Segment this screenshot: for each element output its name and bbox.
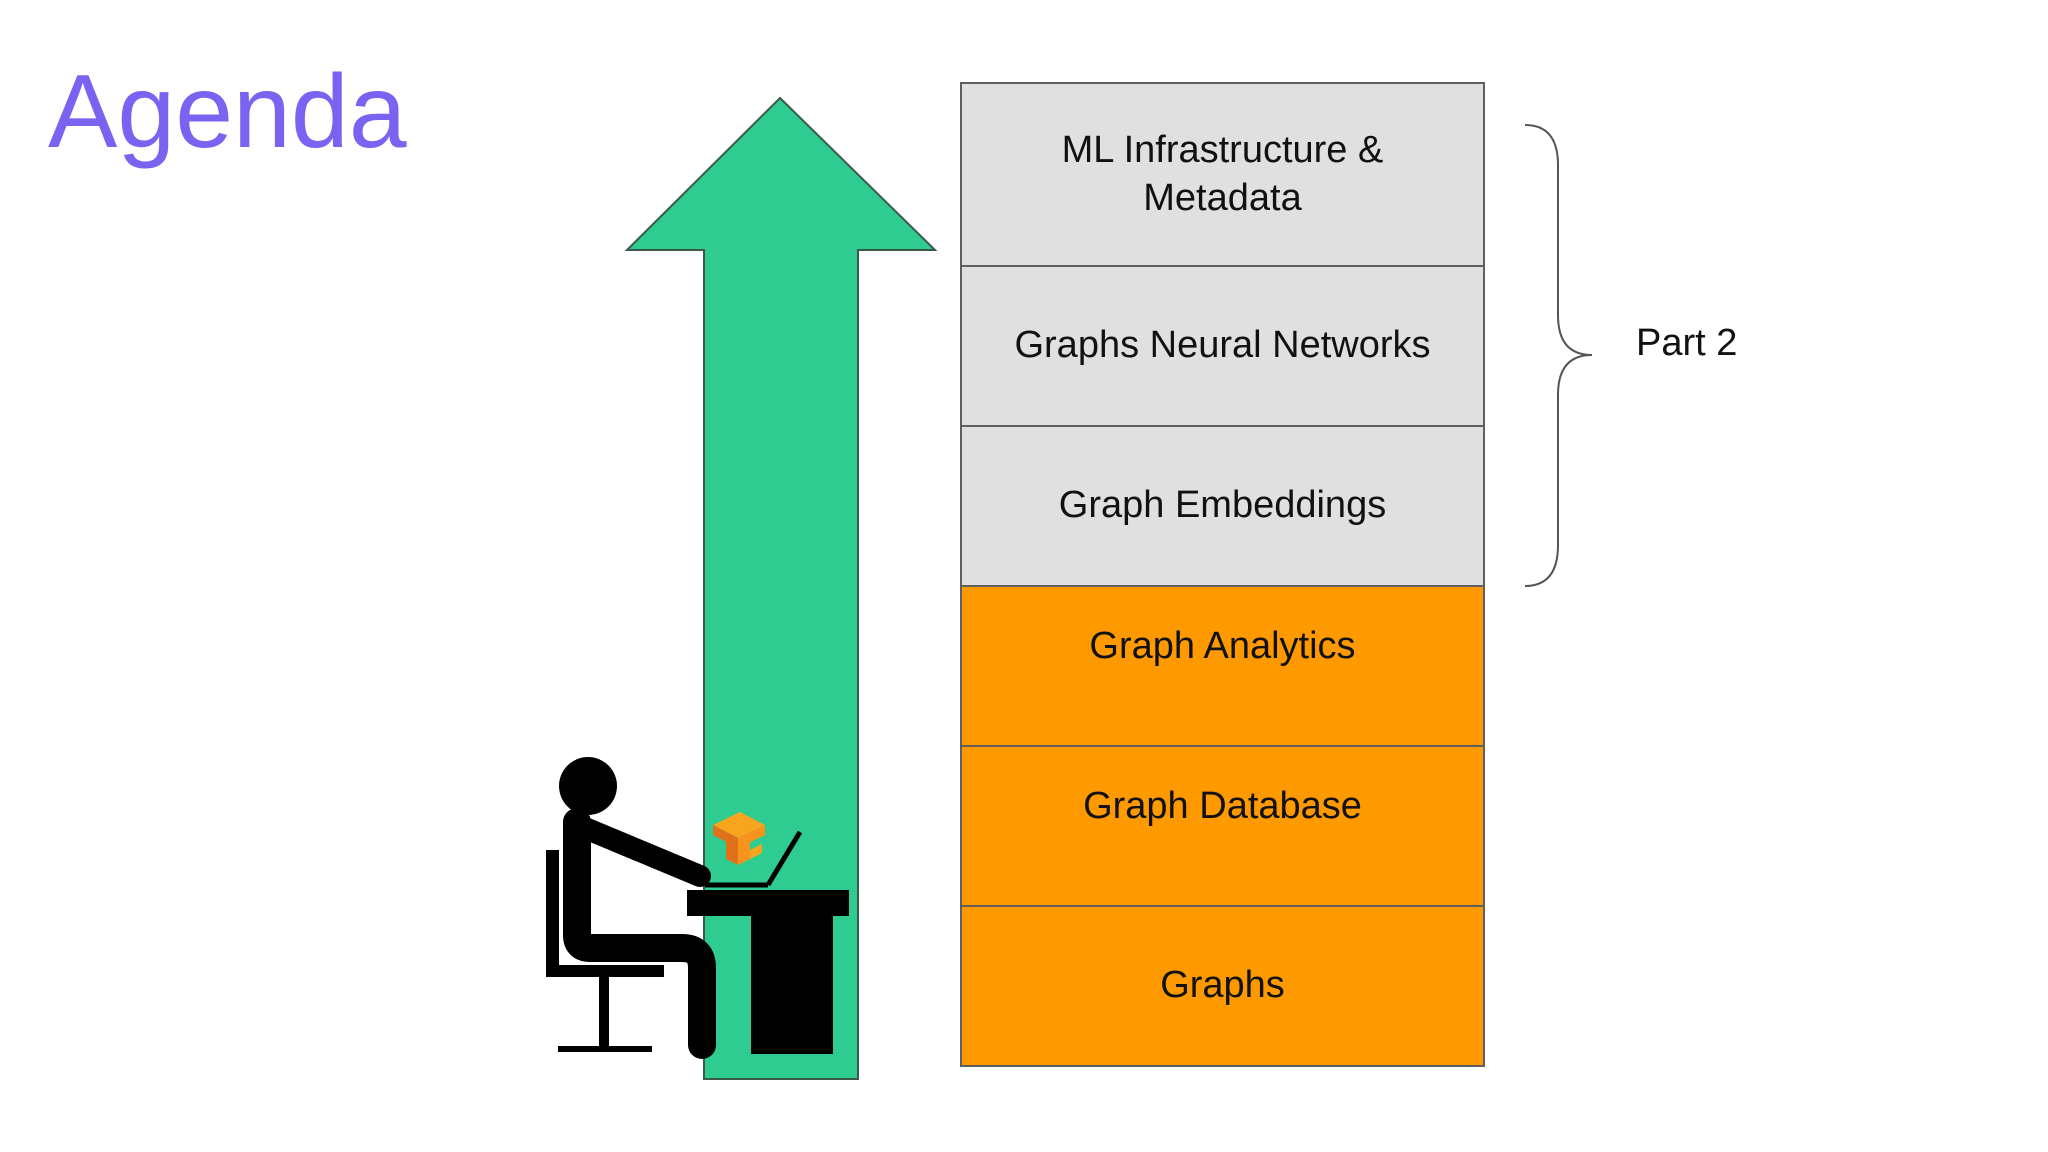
layer-label: Graph Analytics <box>1089 625 1356 667</box>
layer-stack: ML Infrastructure & Metadata Graphs Neur… <box>960 82 1485 1067</box>
person-at-desk-icon <box>546 757 849 1059</box>
up-arrow-icon <box>624 96 938 1080</box>
layer-label: Graphs Neural Networks <box>1014 324 1431 367</box>
layer-ml-infrastructure: ML Infrastructure & Metadata <box>960 82 1485 267</box>
layer-graph-embeddings: Graph Embeddings <box>960 425 1485 587</box>
layer-label: Graph Embeddings <box>1058 484 1387 527</box>
layer-label: Graphs <box>1160 964 1285 1007</box>
layer-graphs: Graphs <box>960 905 1485 1067</box>
tensorflow-logo-icon <box>713 812 765 865</box>
brace-label: Part 2 <box>1636 322 1738 364</box>
layer-label: ML Infrastructure & Metadata <box>1061 129 1384 219</box>
slide-title: Agenda <box>48 54 407 170</box>
curly-brace <box>1524 124 1593 587</box>
layer-graph-database: Graph Database <box>960 745 1485 907</box>
layer-graph-analytics: Graph Analytics <box>960 585 1485 747</box>
layer-label: Graph Database <box>1083 785 1362 827</box>
layer-graph-neural-networks: Graphs Neural Networks <box>960 265 1485 427</box>
